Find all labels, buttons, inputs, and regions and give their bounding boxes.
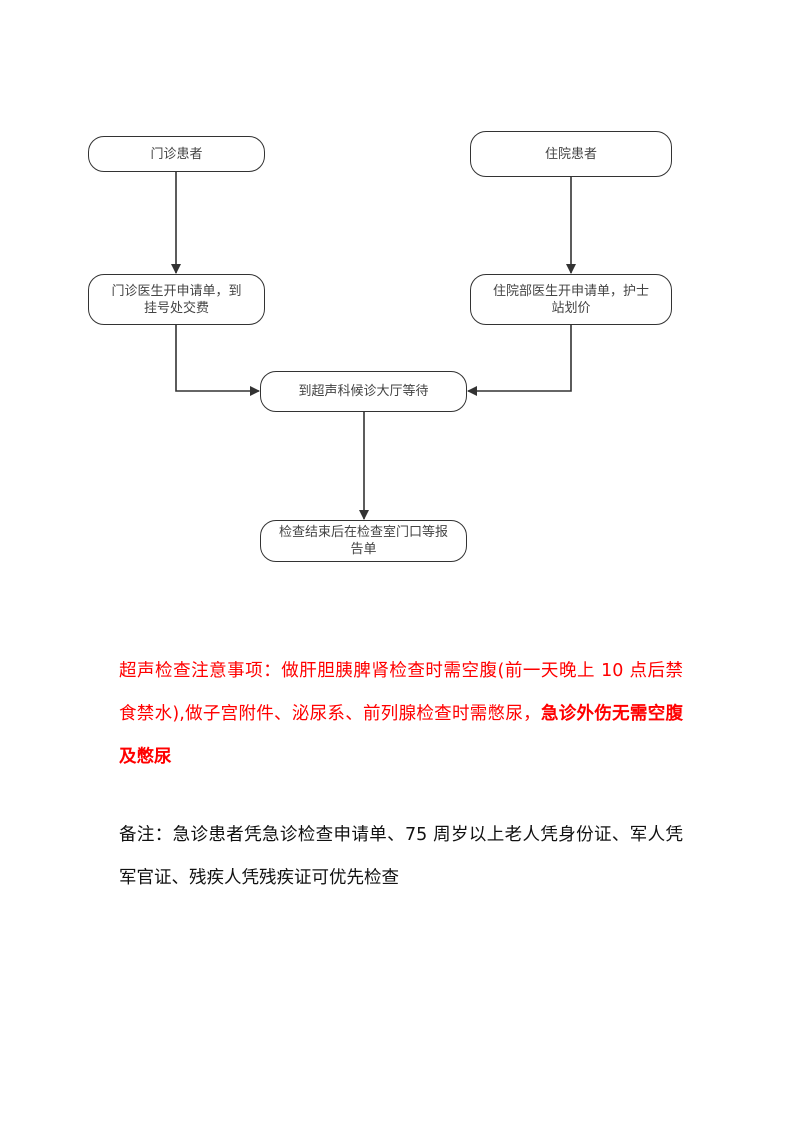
- arrow-outpatient-step-to-waiting: [175, 324, 260, 396]
- node-inpatient-step-label: 住院部医生开申请单，护士站划价: [492, 283, 649, 316]
- node-report: 检查结束后在检查室门口等报告单: [260, 520, 467, 562]
- notice-emphasis: 急诊外伤无需空腹及憋尿: [119, 704, 684, 767]
- node-outpatient-label: 门诊患者: [150, 146, 203, 162]
- node-outpatient-step: 门诊医生开申请单，到挂号处交费: [88, 274, 265, 325]
- node-inpatient-label: 住院患者: [544, 146, 597, 162]
- node-report-label: 检查结束后在检查室门口等报告单: [278, 525, 448, 557]
- node-waiting-label: 到超声科候诊大厅等待: [298, 384, 429, 399]
- node-inpatient-step: 住院部医生开申请单，护士站划价: [470, 274, 672, 325]
- node-inpatient: 住院患者: [470, 131, 672, 177]
- node-outpatient-step-label: 门诊医生开申请单，到挂号处交费: [111, 283, 242, 316]
- notice-text: 超声检查注意事项：做肝胆胰脾肾检查时需空腹(前一天晚上 10 点后禁食禁水),做…: [119, 661, 683, 724]
- node-outpatient: 门诊患者: [88, 136, 265, 172]
- remark-paragraph: 备注：急诊患者凭急诊检查申请单、75 周岁以上老人凭身份证、军人凭军官证、残疾人…: [119, 825, 683, 888]
- arrow-inpatient-step-to-waiting: [467, 324, 572, 396]
- notice-paragraph: 超声检查注意事项：做肝胆胰脾肾检查时需空腹(前一天晚上 10 点后禁食禁水),做…: [119, 650, 683, 779]
- node-waiting: 到超声科候诊大厅等待: [260, 371, 467, 412]
